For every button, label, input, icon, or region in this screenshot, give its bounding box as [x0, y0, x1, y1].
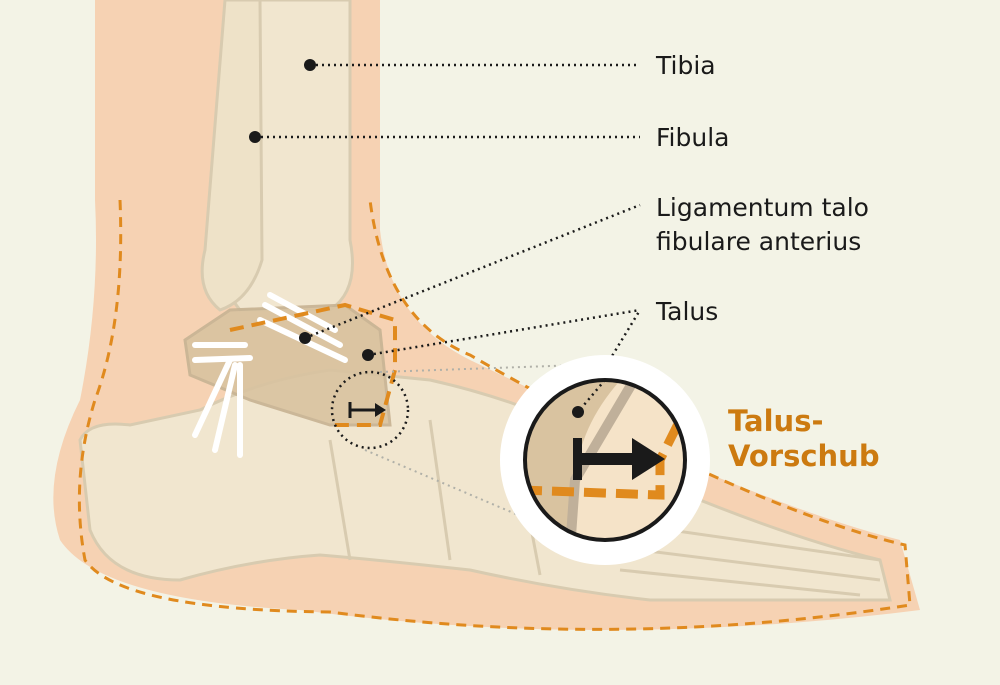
fibula-bone	[200, 0, 264, 312]
label-ligament-line2: fibulare anterius	[656, 227, 862, 256]
label-tibia: Tibia	[656, 51, 716, 80]
label-fibula: Fibula	[656, 123, 730, 152]
label-ligament-line1: Ligamentum talo	[656, 193, 869, 222]
small-shift-arrow	[348, 402, 386, 418]
label-talus-shift-line1: Talus-	[728, 404, 824, 438]
talus-outline-dashed	[229, 302, 397, 427]
bar-arrow-right-icon	[573, 438, 665, 480]
zoom-source-circle	[330, 370, 410, 450]
label-talus-shift-line2: Vorschub	[728, 439, 880, 473]
label-talus: Talus	[656, 297, 719, 326]
